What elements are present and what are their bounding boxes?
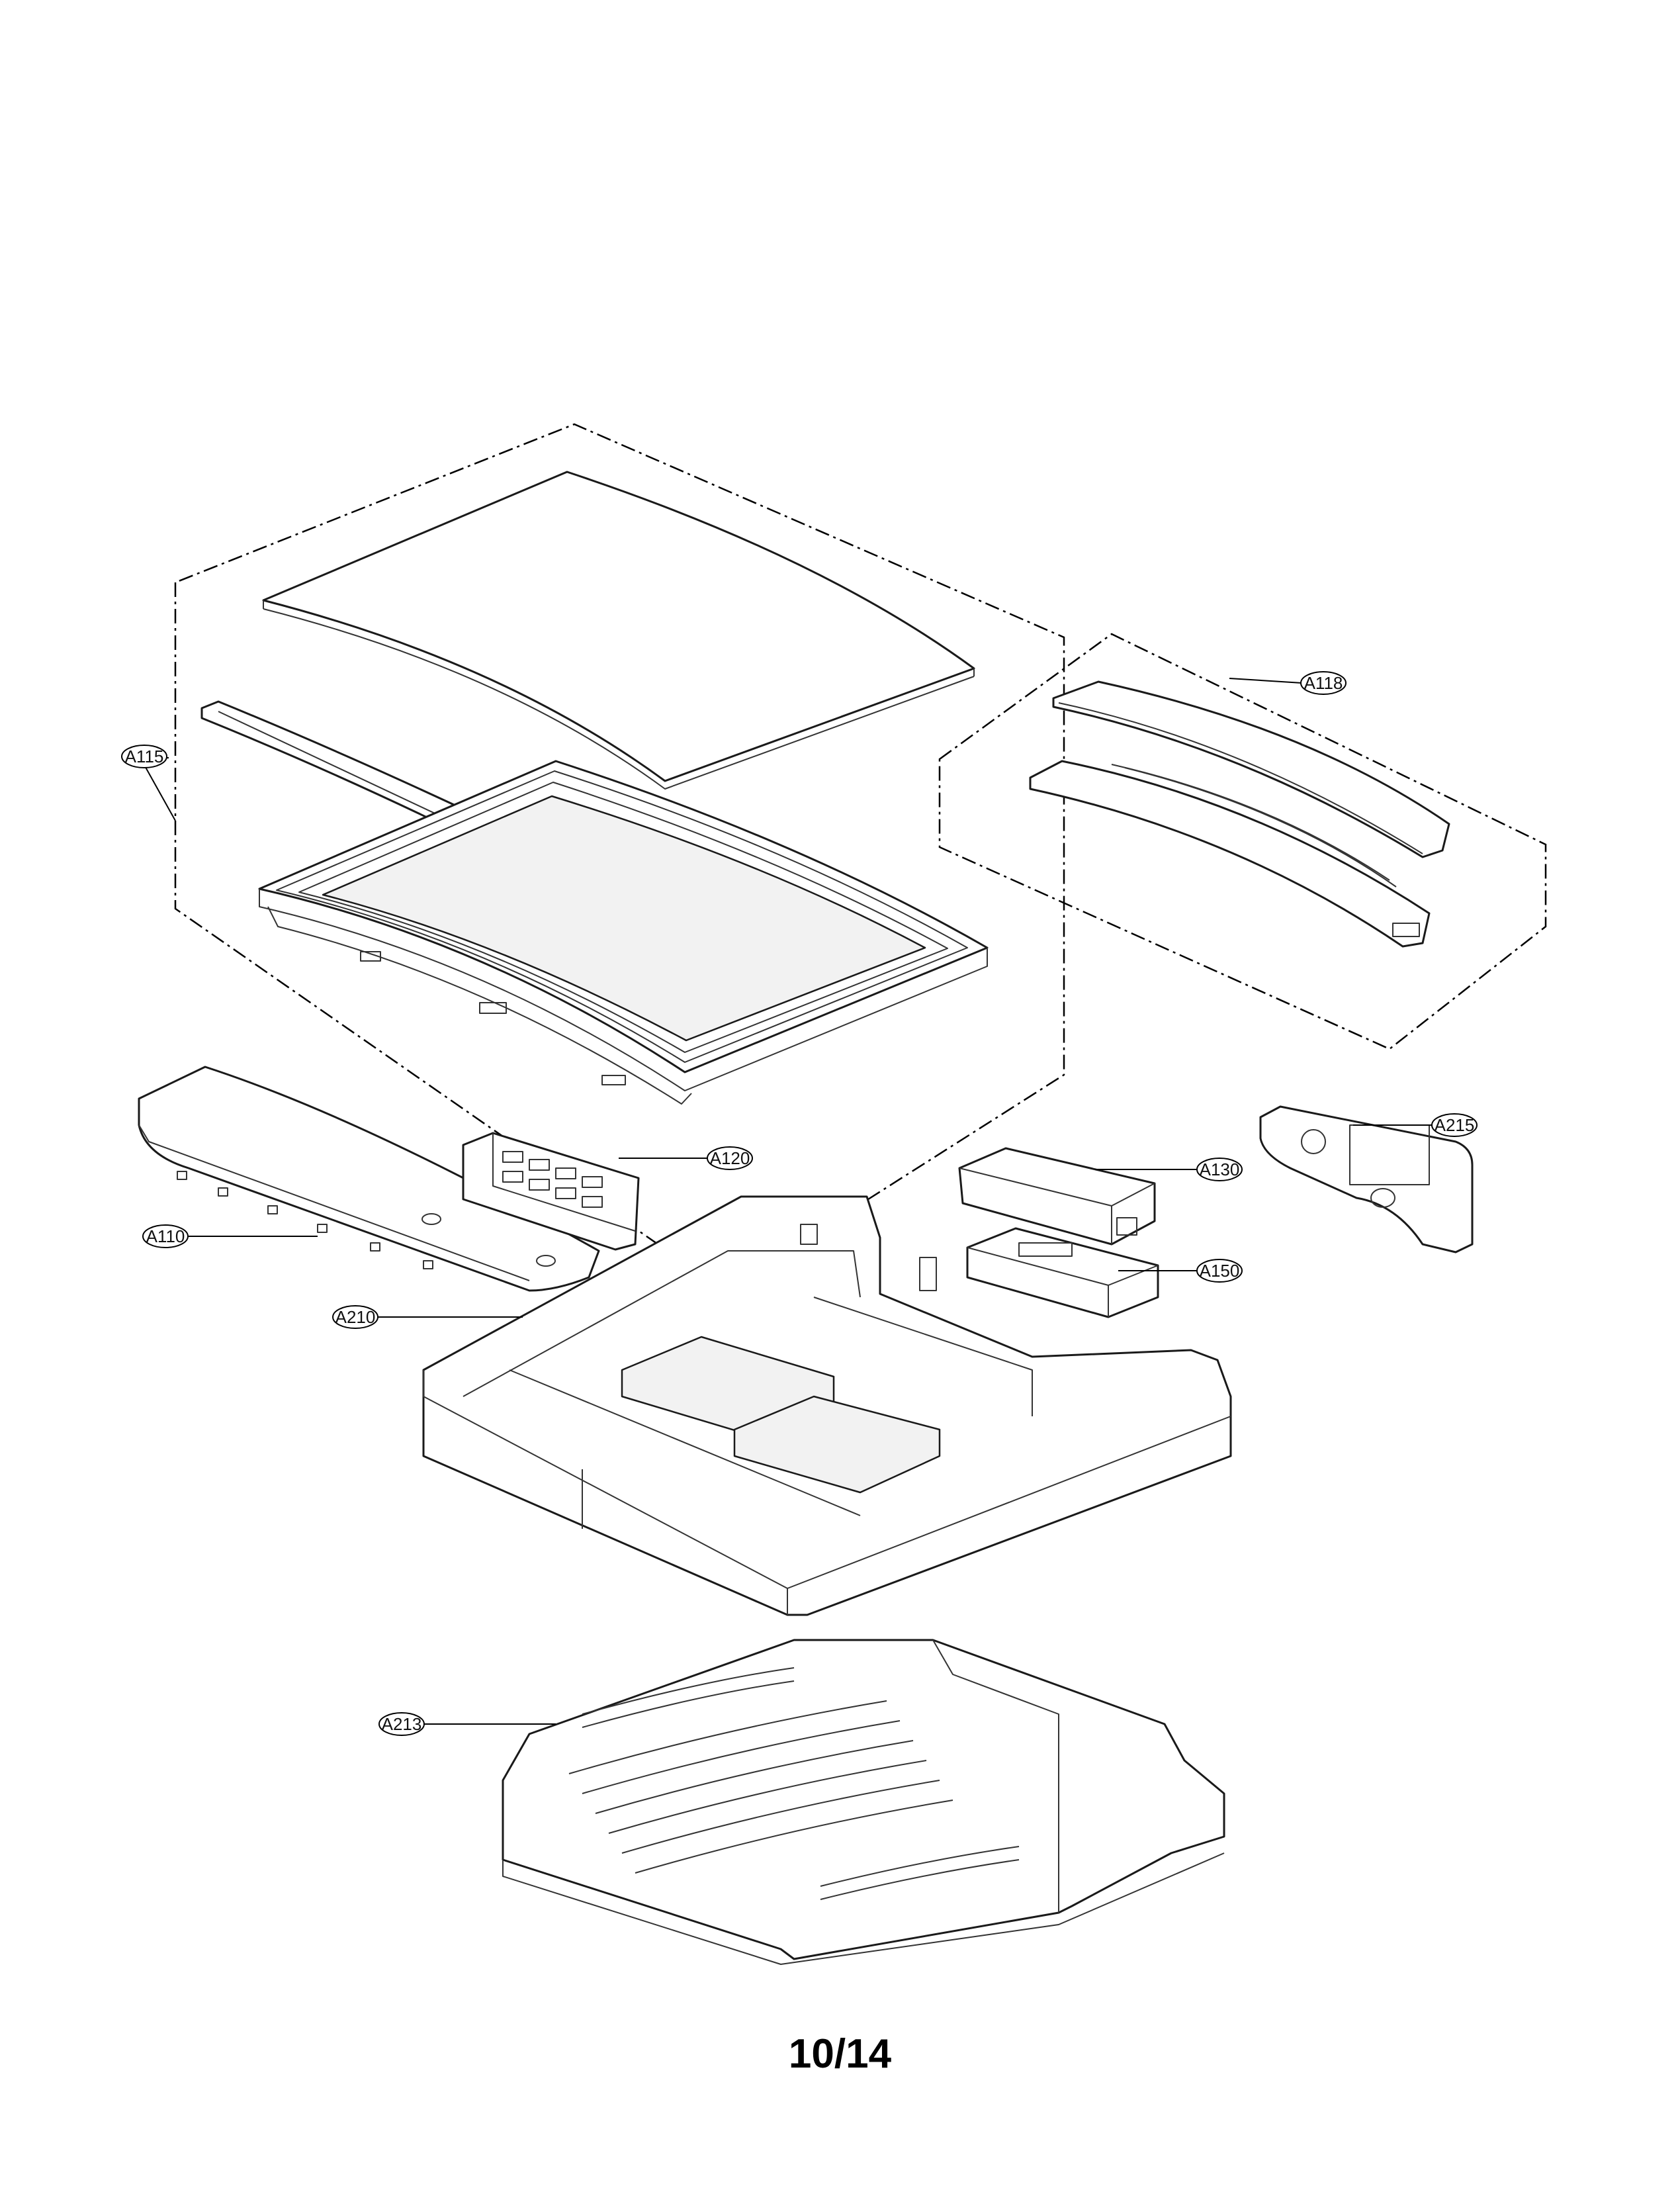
group-boundary-a118 [938, 633, 1547, 1050]
callout-a210: A210 [332, 1305, 523, 1329]
part-a130-module [958, 1147, 1156, 1246]
callout-label-a120: A120 [710, 1148, 750, 1168]
part-a118-cover [1052, 680, 1450, 858]
callout-a130: A130 [1095, 1158, 1243, 1181]
callout-label-a130: A130 [1200, 1160, 1240, 1179]
callout-a120: A120 [619, 1146, 753, 1170]
callout-label-a215: A215 [1435, 1115, 1475, 1135]
callout-label-a110: A110 [146, 1226, 185, 1246]
callout-label-a118: A118 [1304, 673, 1343, 693]
callout-label-a150: A150 [1200, 1261, 1240, 1281]
callout-a150: A150 [1118, 1259, 1243, 1283]
callout-label-a115: A115 [125, 747, 164, 766]
callout-label-a213: A213 [382, 1714, 422, 1734]
callout-a118: A118 [1229, 671, 1347, 695]
part-a213-base-plate [502, 1639, 1225, 1965]
group-boundary-a115 [174, 423, 1065, 1292]
callout-a110: A110 [142, 1224, 318, 1248]
part-a210-top-frame [422, 1195, 1232, 1616]
page-number: 10/14 [788, 2031, 892, 2077]
callout-a215: A215 [1353, 1113, 1478, 1137]
part-a120-control-board [462, 1132, 640, 1251]
glass-panel [262, 471, 975, 790]
part-a150-module [966, 1227, 1159, 1318]
callout-a213: A213 [378, 1712, 556, 1736]
callout-a115: A115 [121, 745, 176, 821]
callout-label-a210: A210 [335, 1307, 376, 1327]
lid-frame [258, 760, 989, 1105]
part-a118-frame [1029, 760, 1431, 948]
part-a110-front-trim [138, 1066, 600, 1292]
part-a215-bracket [1259, 1105, 1474, 1254]
